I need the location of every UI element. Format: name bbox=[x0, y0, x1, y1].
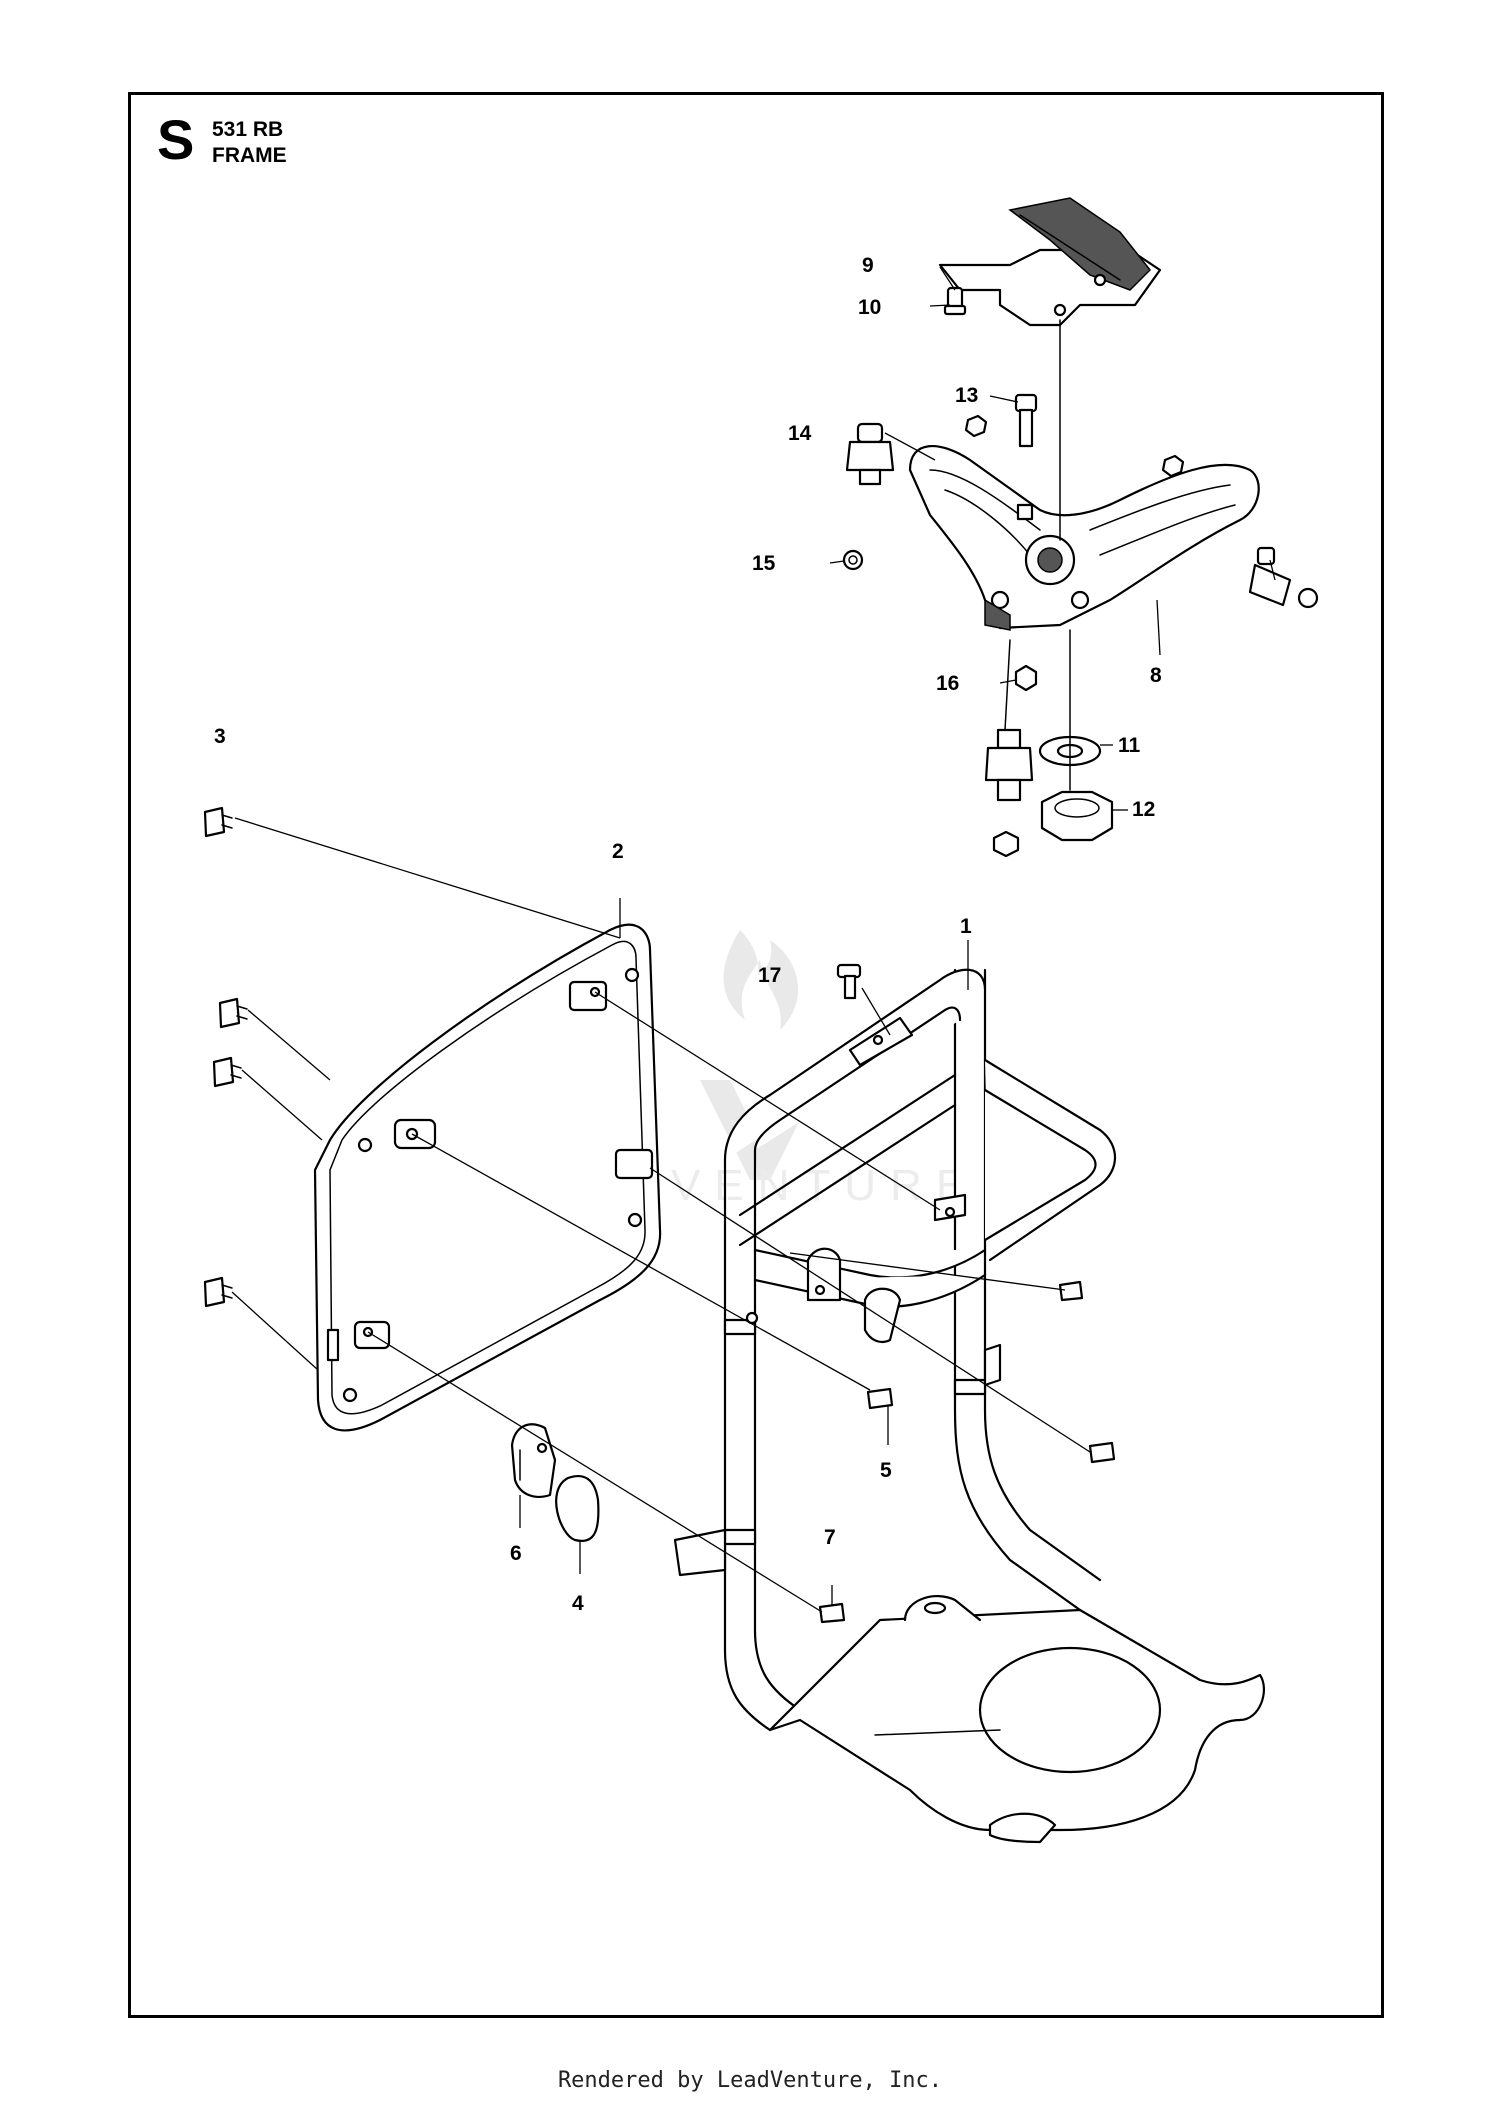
part-7-screw bbox=[818, 1602, 846, 1624]
callout-12: 12 bbox=[1132, 798, 1155, 821]
callout-2: 2 bbox=[612, 840, 624, 863]
part-14-damper bbox=[845, 422, 895, 486]
part-16-nut bbox=[1014, 664, 1038, 692]
part-3-screws bbox=[203, 806, 248, 1308]
part-9-mounting-plate bbox=[938, 197, 1162, 327]
callout-3: 3 bbox=[214, 725, 226, 748]
part-17-screw bbox=[836, 963, 862, 1000]
part-15-nut bbox=[842, 549, 864, 571]
callout-7: 7 bbox=[824, 1526, 836, 1549]
leader-lines bbox=[231, 266, 1276, 1613]
footer-credit: Rendered by LeadVenture, Inc. bbox=[557, 2068, 943, 2093]
callout-16: 16 bbox=[936, 672, 959, 695]
part-10-screw bbox=[943, 286, 967, 316]
callout-15: 15 bbox=[752, 552, 776, 575]
hub-nut-left bbox=[964, 414, 988, 438]
callout-1: 1 bbox=[960, 915, 972, 938]
diagram-title: FRAME bbox=[212, 144, 287, 167]
part-2-back-pad bbox=[313, 923, 662, 1432]
callout-5: 5 bbox=[880, 1459, 892, 1482]
stem-damper bbox=[984, 728, 1034, 858]
callout-13: 13 bbox=[955, 384, 978, 407]
right-washer bbox=[1297, 587, 1319, 609]
hub-nut-right bbox=[1161, 454, 1185, 478]
model-label: 531 RB bbox=[212, 118, 284, 141]
part-5-screws bbox=[866, 1280, 1116, 1464]
callout-8: 8 bbox=[1150, 664, 1162, 687]
part-13-bolt bbox=[1014, 393, 1038, 448]
callout-10: 10 bbox=[858, 296, 881, 319]
callout-numbers: 1 2 3 4 5 6 7 8 9 10 11 12 13 14 15 16 1… bbox=[214, 254, 1162, 1615]
part-1-main-frame bbox=[673, 968, 1265, 1844]
diagram-border bbox=[128, 92, 1384, 2018]
stem-line bbox=[1004, 639, 1011, 731]
right-damper bbox=[1248, 546, 1292, 607]
callout-6: 6 bbox=[510, 1542, 522, 1565]
callout-9: 9 bbox=[862, 254, 874, 277]
callout-17: 17 bbox=[758, 964, 781, 987]
part-8-y-hub bbox=[908, 445, 1260, 631]
callout-4: 4 bbox=[572, 1592, 584, 1615]
section-letter: S bbox=[157, 108, 195, 171]
callout-11: 11 bbox=[1118, 734, 1141, 757]
part-12-hex-nut bbox=[1040, 790, 1114, 842]
callout-14: 14 bbox=[788, 422, 812, 445]
part-4-loop bbox=[555, 1474, 600, 1543]
part-6-spacer bbox=[510, 1423, 557, 1498]
